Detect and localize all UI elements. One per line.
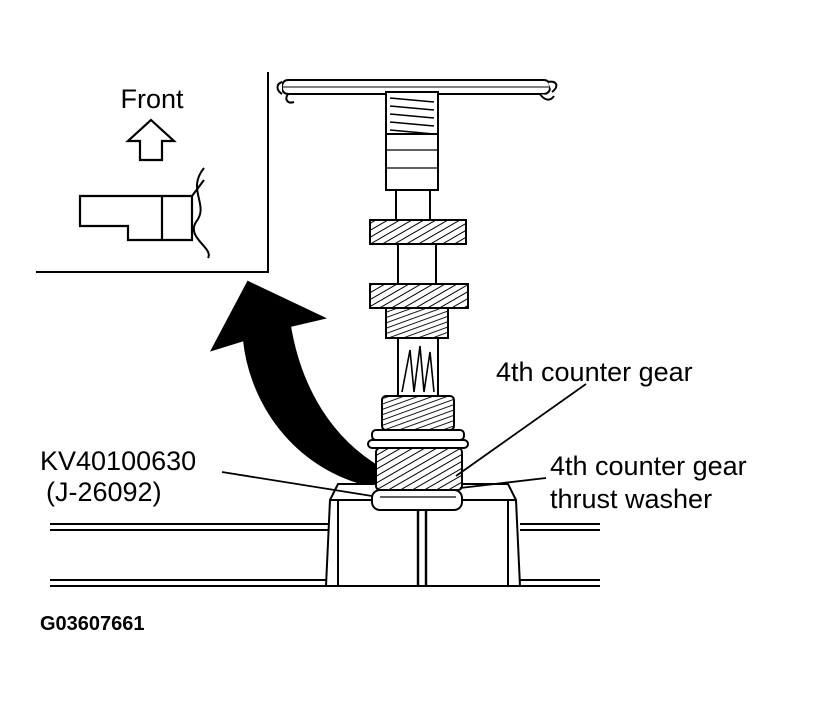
gear-rear-outline	[162, 194, 194, 242]
label-thrust-washer-2: thrust washer	[550, 484, 712, 514]
leader-thrust-washer	[459, 477, 547, 489]
label-counter-gear: 4th counter gear	[496, 357, 693, 387]
puller-tool	[276, 79, 558, 221]
press-bench	[50, 483, 600, 587]
label-tool-alt-code: (J-26092)	[46, 477, 162, 507]
curved-arrow-icon	[209, 280, 386, 488]
counter-gear-body	[381, 395, 455, 431]
inset-border	[36, 72, 269, 273]
spline-gear	[385, 307, 449, 339]
upper-gear	[369, 219, 467, 245]
gear-shaft-stack	[367, 219, 469, 511]
leader-counter-gear	[455, 383, 587, 477]
front-arrow-icon	[125, 118, 177, 162]
front-label: Front	[120, 84, 184, 114]
gear-front-outline	[78, 194, 164, 242]
figure-code: G03607661	[40, 613, 145, 635]
break-line	[192, 167, 210, 259]
middle-gear	[369, 283, 469, 309]
label-tool-code: KV40100630	[40, 446, 196, 476]
fourth-counter-gear	[375, 447, 463, 491]
thrust-washer	[371, 489, 463, 511]
leader-tool-code	[221, 471, 373, 497]
label-thrust-washer-1: 4th counter gear	[550, 451, 747, 481]
inset-panel: Front	[36, 72, 269, 273]
break-stub	[191, 179, 205, 197]
